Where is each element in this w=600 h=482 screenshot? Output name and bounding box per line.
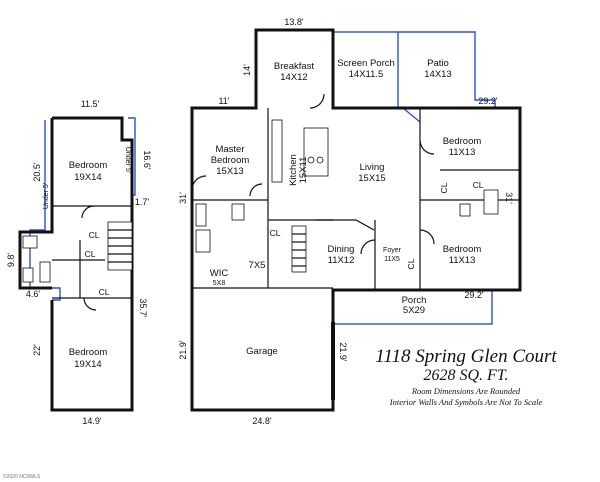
porch-size: 5X29 xyxy=(403,305,425,316)
sink-icon xyxy=(22,235,38,249)
main-exterior-wall xyxy=(190,28,522,412)
sink-icon xyxy=(231,203,245,221)
upper-dim-right-lower: 35.7' xyxy=(138,298,148,318)
master-size: 15X13 xyxy=(216,166,243,177)
master-name-2: Bedroom xyxy=(211,155,250,166)
upper-bedroom-top-size: 19X14 xyxy=(74,172,101,183)
upper-dim-left-small: 9.8' xyxy=(6,253,16,268)
dim-porch-right: 29.2' xyxy=(464,290,484,300)
breakfast-size: 14X12 xyxy=(280,72,307,83)
bedroom-se-size: 11X13 xyxy=(449,255,476,266)
patio-outline xyxy=(398,31,496,108)
upper-dim-left-mid: 4.6' xyxy=(26,289,41,299)
patio-name: Patio xyxy=(427,58,449,69)
wic-size: 5X8 xyxy=(213,280,226,287)
screen-porch-name: Screen Porch xyxy=(337,58,395,69)
door-arc xyxy=(419,139,435,155)
main-closet-label: CL xyxy=(473,180,484,190)
door-arc xyxy=(309,93,325,109)
upper-bedroom-top-name: Bedroom xyxy=(69,160,108,171)
upper-wall-left xyxy=(18,118,54,290)
caption: 1118 Spring Glen Court 2628 SQ. FT. Room… xyxy=(375,346,557,407)
dim-breakfast-top: 13.8' xyxy=(284,17,304,27)
upper-dim-top: 11.5' xyxy=(81,99,100,109)
main-stairs xyxy=(291,225,307,273)
vanity-icon xyxy=(195,203,207,227)
upper-wall xyxy=(50,116,134,412)
door-arc xyxy=(81,205,95,219)
toilet-icon xyxy=(22,267,34,283)
door-arc xyxy=(83,297,97,311)
upper-floor: Bedroom 19X14 Bedroom 19X14 CL CL CL Und… xyxy=(6,99,152,426)
closet-7x5: 7X5 xyxy=(249,260,266,271)
watermark: ©2020 NCRMLS xyxy=(3,473,41,480)
patio-step xyxy=(402,107,421,123)
upper-bedroom-bottom-name: Bedroom xyxy=(69,347,108,358)
master-name-1: Master xyxy=(215,144,244,155)
main-closet-label: CL xyxy=(406,258,416,269)
dim-garage-bottom: 24.8' xyxy=(252,416,272,426)
main-closet-label: CL xyxy=(270,228,281,238)
garage-name: Garage xyxy=(246,346,278,357)
upper-stairs xyxy=(107,221,133,271)
dining-name: Dining xyxy=(328,244,355,255)
kitchen-name: Kitchen xyxy=(288,154,299,186)
wic-name: WIC xyxy=(210,268,229,279)
door-arc xyxy=(360,239,376,255)
bedroom-ne-name: Bedroom xyxy=(443,136,482,147)
upper-dim-bottom: 14.9' xyxy=(82,416,102,426)
toilet-icon xyxy=(459,203,471,217)
upper-under5-left: Under 5' xyxy=(43,183,50,209)
kitchen-island xyxy=(303,127,329,177)
tub-icon xyxy=(195,229,211,253)
screen-porch-size: 14X11.5 xyxy=(349,69,384,80)
dining-bay xyxy=(316,219,375,231)
shower-icon xyxy=(39,261,51,283)
dim-garage-right: 21.9' xyxy=(338,342,348,362)
upper-dim-left-upper: 20.5' xyxy=(32,162,42,182)
door-arc xyxy=(419,229,435,245)
foyer-name: Foyer xyxy=(383,247,402,254)
tub-icon xyxy=(483,189,499,215)
upper-bedroom-bottom-size: 19X14 xyxy=(74,359,101,370)
patio-size: 14X13 xyxy=(424,69,451,80)
note-not-to-scale: Interior Walls And Symbols Are Not To Sc… xyxy=(389,397,543,407)
square-footage: 2628 SQ. FT. xyxy=(423,367,508,384)
kitchen-counter xyxy=(271,119,283,183)
dim-breakfast-left: 14' xyxy=(242,64,252,76)
kitchen-size: 15X11 xyxy=(298,157,309,184)
dim-east-top: 29.2' xyxy=(478,96,498,106)
dim-west-side: 31' xyxy=(178,192,188,204)
dining-size: 11X12 xyxy=(328,255,355,266)
living-size: 15X15 xyxy=(358,173,385,184)
dim-east-side: 31' xyxy=(504,192,514,204)
breakfast-name: Breakfast xyxy=(274,61,314,72)
property-address: 1118 Spring Glen Court xyxy=(375,346,557,367)
bedroom-se-name: Bedroom xyxy=(443,244,482,255)
sink-icon xyxy=(316,156,324,164)
dim-west-top: 11' xyxy=(218,96,229,106)
upper-dim-left-lower: 22' xyxy=(32,344,42,356)
upper-closet-label: CL xyxy=(85,249,96,259)
upper-dim-right-upper: 16.6' xyxy=(142,150,152,170)
living-name: Living xyxy=(360,162,385,173)
sink-icon xyxy=(307,156,315,164)
main-floor: Breakfast 14X12 Screen Porch 14X11.5 Pat… xyxy=(178,17,522,426)
foyer-size: 11X5 xyxy=(384,256,400,263)
note-rounded: Room Dimensions Are Rounded xyxy=(411,386,521,396)
dim-garage-left: 21.9' xyxy=(178,340,188,360)
porch-name: Porch xyxy=(402,295,427,306)
upper-under5-right: Under 5' xyxy=(124,147,131,173)
upper-dim-right-small: 1.7' xyxy=(135,197,150,207)
bedroom-ne-size: 11X13 xyxy=(449,147,476,158)
upper-closet-label: CL xyxy=(89,230,100,240)
door-arc xyxy=(249,183,263,197)
door-arc xyxy=(191,175,207,191)
upper-closet-label: CL xyxy=(99,287,110,297)
main-closet-label: CL xyxy=(439,182,449,193)
